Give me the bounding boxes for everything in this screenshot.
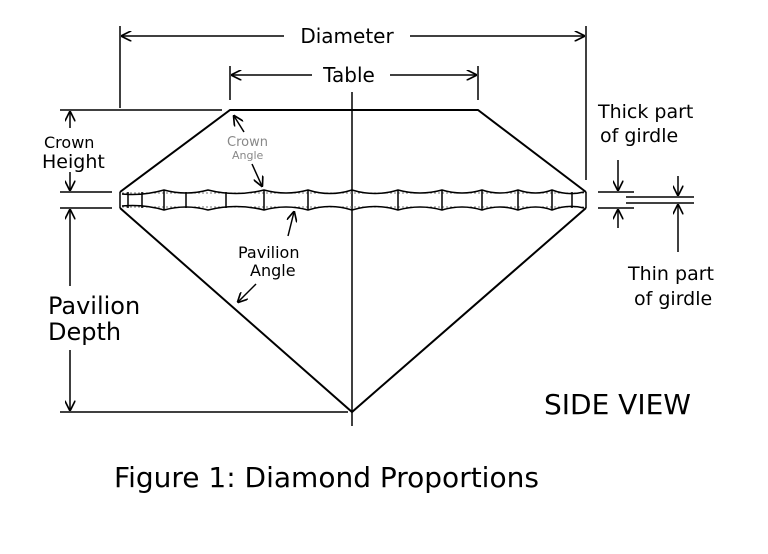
crown-angle-arrow-top	[234, 116, 245, 133]
crown-angle-label-line1: Crown	[227, 135, 268, 150]
crown-outline	[119, 109, 587, 193]
pavilion-angle-arrow-top	[288, 212, 294, 237]
diameter-dimension: Diameter	[119, 24, 587, 180]
pavilion-depth-dimension: Pavilion Depth	[48, 207, 348, 413]
figure-caption: Figure 1: Diamond Proportions	[114, 461, 539, 494]
pavilion-angle-label-line1: Pavilion	[238, 243, 299, 262]
pavilion-angle-arrow-bottom	[238, 283, 257, 302]
thin-girdle-label-line1: Thin part	[627, 263, 714, 285]
table-label: Table	[322, 63, 375, 87]
diamond-outline	[119, 92, 587, 426]
pavilion-outline	[119, 207, 587, 414]
girdle-lower-wave	[121, 204, 585, 211]
crown-angle-annotation: Crown Angle	[227, 116, 268, 186]
crown-height-label-line2: Height	[42, 151, 105, 173]
pavilion-angle-annotation: Pavilion Angle	[238, 212, 299, 302]
thin-girdle-label-line2: of girdle	[634, 288, 712, 310]
side-view-label: SIDE VIEW	[544, 388, 691, 421]
girdle-thickness-annotation: Thick part of girdle Thin part of girdle	[597, 101, 714, 310]
crown-angle-label-line2: Angle	[232, 149, 264, 162]
pavilion-angle-label-line2: Angle	[250, 261, 296, 280]
table-dimension: Table	[229, 63, 479, 100]
crown-height-dimension: Crown Height	[42, 109, 222, 193]
pavilion-depth-label-line1: Pavilion	[48, 292, 140, 320]
thick-girdle-label-line2: of girdle	[600, 125, 678, 147]
girdle-facet-ticks	[127, 190, 573, 210]
girdle-band	[121, 189, 585, 211]
thick-girdle-label-line1: Thick part	[597, 101, 693, 123]
pavilion-depth-label-line2: Depth	[48, 318, 121, 346]
crown-height-label-line1: Crown	[44, 133, 94, 152]
girdle-upper-wave	[121, 189, 585, 196]
crown-angle-arrow-bottom	[251, 163, 262, 186]
diameter-label: Diameter	[300, 24, 394, 48]
